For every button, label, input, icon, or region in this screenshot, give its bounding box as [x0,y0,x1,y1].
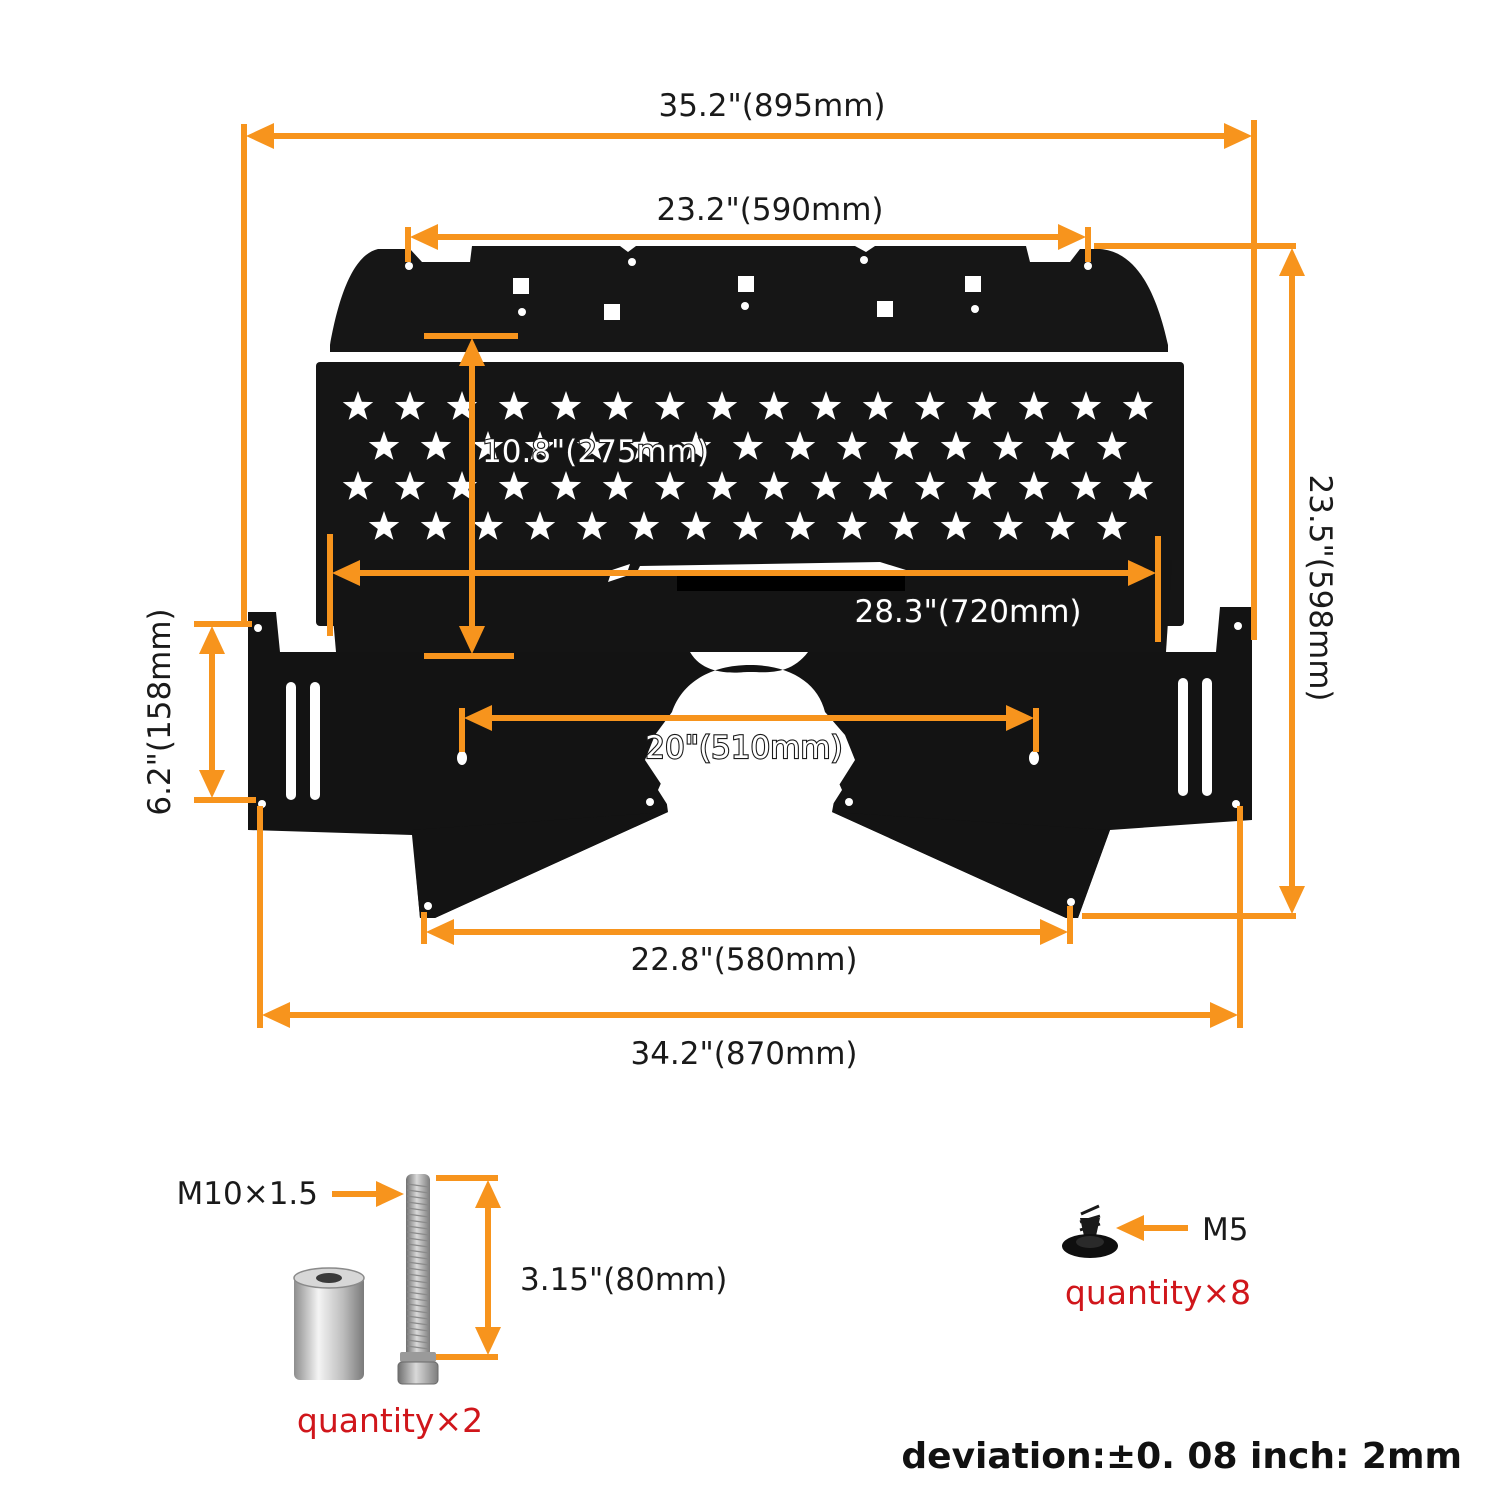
star-cutout [472,431,504,460]
star-cutout [342,471,374,500]
star-cutout [914,471,946,500]
star-cutout [602,471,634,500]
star-cutout [732,431,764,460]
star-cutout [524,511,556,540]
star-cutout [1122,471,1154,500]
spacer-icon [293,1267,365,1380]
star-cutout [862,391,894,420]
bolt-hardware: M10×1.5 3.15"(80mm) quantity×2 [177,1174,727,1440]
star-cutout [446,391,478,420]
screw-thread-label: M5 [1202,1212,1248,1248]
star-cutout [550,471,582,500]
label-overall-height: 23.5"(598mm) [1302,474,1338,701]
star-cutout [524,431,556,460]
star-cutout [1018,471,1050,500]
star-cutout [706,391,738,420]
star-cutout [1044,511,1076,540]
star-cutout [342,391,374,420]
star-cutout [394,471,426,500]
star-cutout [810,391,842,420]
star-cutout [914,391,946,420]
star-cutout [1096,431,1128,460]
star-cutout [498,471,530,500]
star-cutout [1070,391,1102,420]
star-cutout [836,511,868,540]
star-cutout [576,431,608,460]
skid-plate [248,246,1252,918]
star-cutout [758,471,790,500]
plate-top-section [330,246,1168,352]
dimension-labels: 35.2"(895mm) 23.2"(590mm) 23.5"(598mm) 1… [142,88,1338,1072]
star-cutout [992,431,1024,460]
bolt-length-label: 3.15"(80mm) [520,1262,727,1298]
bolt-icon [397,1174,439,1385]
logo-redaction-bar [677,575,905,591]
star-cutout [758,391,790,420]
star-cutout [1096,511,1128,540]
star-cutout [784,511,816,540]
star-cutout [420,431,452,460]
label-star-panel-width: 28.3"(720mm) [854,594,1081,630]
mounting-holes [254,256,1242,910]
star-cutout [394,391,426,420]
star-cutout [888,511,920,540]
screw-hardware: M5 quantity×8 [1062,1204,1251,1312]
star-cutout [576,511,608,540]
star-cutout [732,511,764,540]
star-cutout [966,391,998,420]
star-cutout [680,431,712,460]
star-cutout [680,511,712,540]
star-cutout [940,431,972,460]
star-cutout [1018,391,1050,420]
star-cutout [784,431,816,460]
star-cutout [706,471,738,500]
star-cutout [368,511,400,540]
star-cutout [368,431,400,460]
star-cutout [1070,471,1102,500]
star-cutout [654,471,686,500]
star-cutout [862,471,894,500]
star-cutout [940,511,972,540]
bracket-right-leg [832,812,1110,918]
star-cutout [810,471,842,500]
label-side-bracket-height: 6.2"(158mm) [142,608,178,815]
center-cutout [658,672,842,812]
dimension-lines [194,120,1305,1028]
deviation-note: deviation:±0. 08 inch: 2mm [901,1436,1462,1477]
star-cutout [966,471,998,500]
star-cutout [1122,391,1154,420]
label-top-hole-span: 23.2"(590mm) [656,192,883,228]
label-center-hole-span: 20"(510mm) [645,730,842,766]
bolt-thread-label: M10×1.5 [177,1176,318,1212]
star-cutout [654,391,686,420]
star-cutout [836,431,868,460]
star-cutout [498,391,530,420]
star-cutout [628,431,660,460]
arrowheads [199,123,1305,1028]
label-bottom-hole-span: 22.8"(580mm) [630,942,857,978]
star-cutout [446,471,478,500]
screw-icon [1062,1204,1118,1258]
screw-quantity-label: quantity×8 [1065,1273,1251,1312]
star-cutouts [342,391,1154,540]
bracket-left-leg [412,812,668,918]
star-cutout [420,511,452,540]
label-overall-width-bottom: 34.2"(870mm) [630,1036,857,1072]
star-cutout [888,431,920,460]
star-cutout [1044,431,1076,460]
plate-lower-strip [328,560,1172,652]
star-cutout [550,391,582,420]
label-overall-width-top: 35.2"(895mm) [658,88,885,124]
star-cutout [992,511,1024,540]
star-cutout [602,391,634,420]
star-cutout [628,511,660,540]
label-star-panel-height: 10.8"(275mm) [482,434,709,470]
side-slots [286,678,1212,800]
star-cutout [472,511,504,540]
bolt-quantity-label: quantity×2 [297,1401,483,1440]
